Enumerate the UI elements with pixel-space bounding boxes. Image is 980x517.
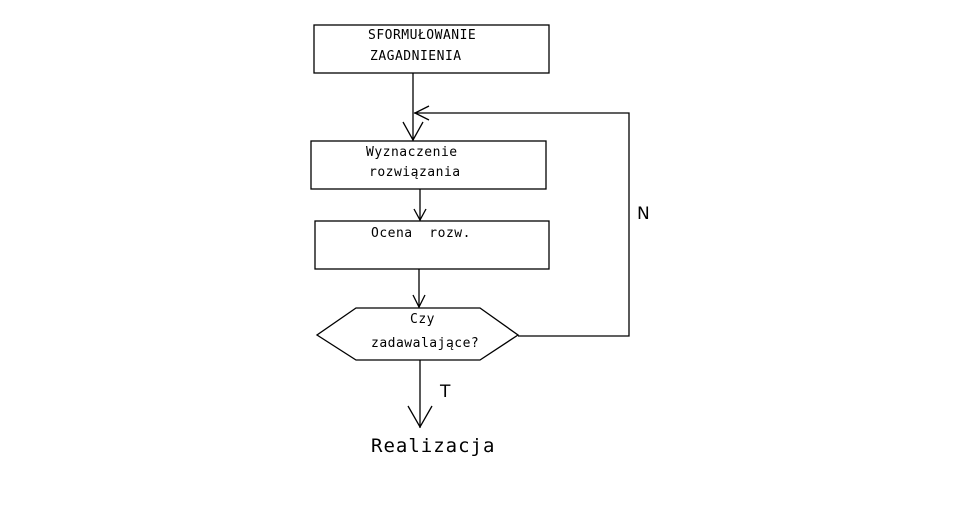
edge-formulation-to-solution [402, 73, 424, 142]
edge-solution-to-evaluation [413, 189, 427, 222]
decision-label-line1: Czy [410, 312, 435, 327]
branch-yes-label: T [439, 382, 451, 402]
decision-hexagon [315, 307, 520, 361]
arrowhead-icon [413, 208, 427, 222]
evaluation-label: Ocena rozw. [371, 226, 471, 241]
decision-label-line2: zadawalające? [371, 336, 479, 351]
evaluation-node: Ocena rozw. [314, 220, 550, 270]
evaluation-box [314, 220, 550, 270]
solution-label-line1: Wyznaczenie [366, 145, 458, 160]
decision-node: Czy zadawalające? [315, 307, 520, 361]
arrowhead-icon [413, 105, 430, 121]
realization-label: Realizacja [371, 435, 495, 457]
loop-line [414, 112, 630, 337]
formulation-label-line1: SFORMUŁOWANIE [368, 28, 476, 43]
formulation-node: SFORMUŁOWANIE ZAGADNIENIA [313, 24, 550, 74]
arrowhead-icon [407, 405, 433, 429]
solution-box [310, 140, 547, 190]
branch-no-label: N [637, 204, 650, 224]
arrowhead-icon [402, 121, 424, 142]
formulation-box [313, 24, 550, 74]
formulation-label-line2: ZAGADNIENIA [370, 49, 462, 64]
arrowhead-icon [412, 294, 426, 309]
edge-decision-no-loop: N [413, 105, 650, 337]
edge-evaluation-to-decision [412, 269, 426, 309]
solution-node: Wyznaczenie rozwiązania [310, 140, 547, 190]
edge-decision-yes: T [407, 360, 451, 429]
solution-label-line2: rozwiązania [369, 165, 461, 180]
